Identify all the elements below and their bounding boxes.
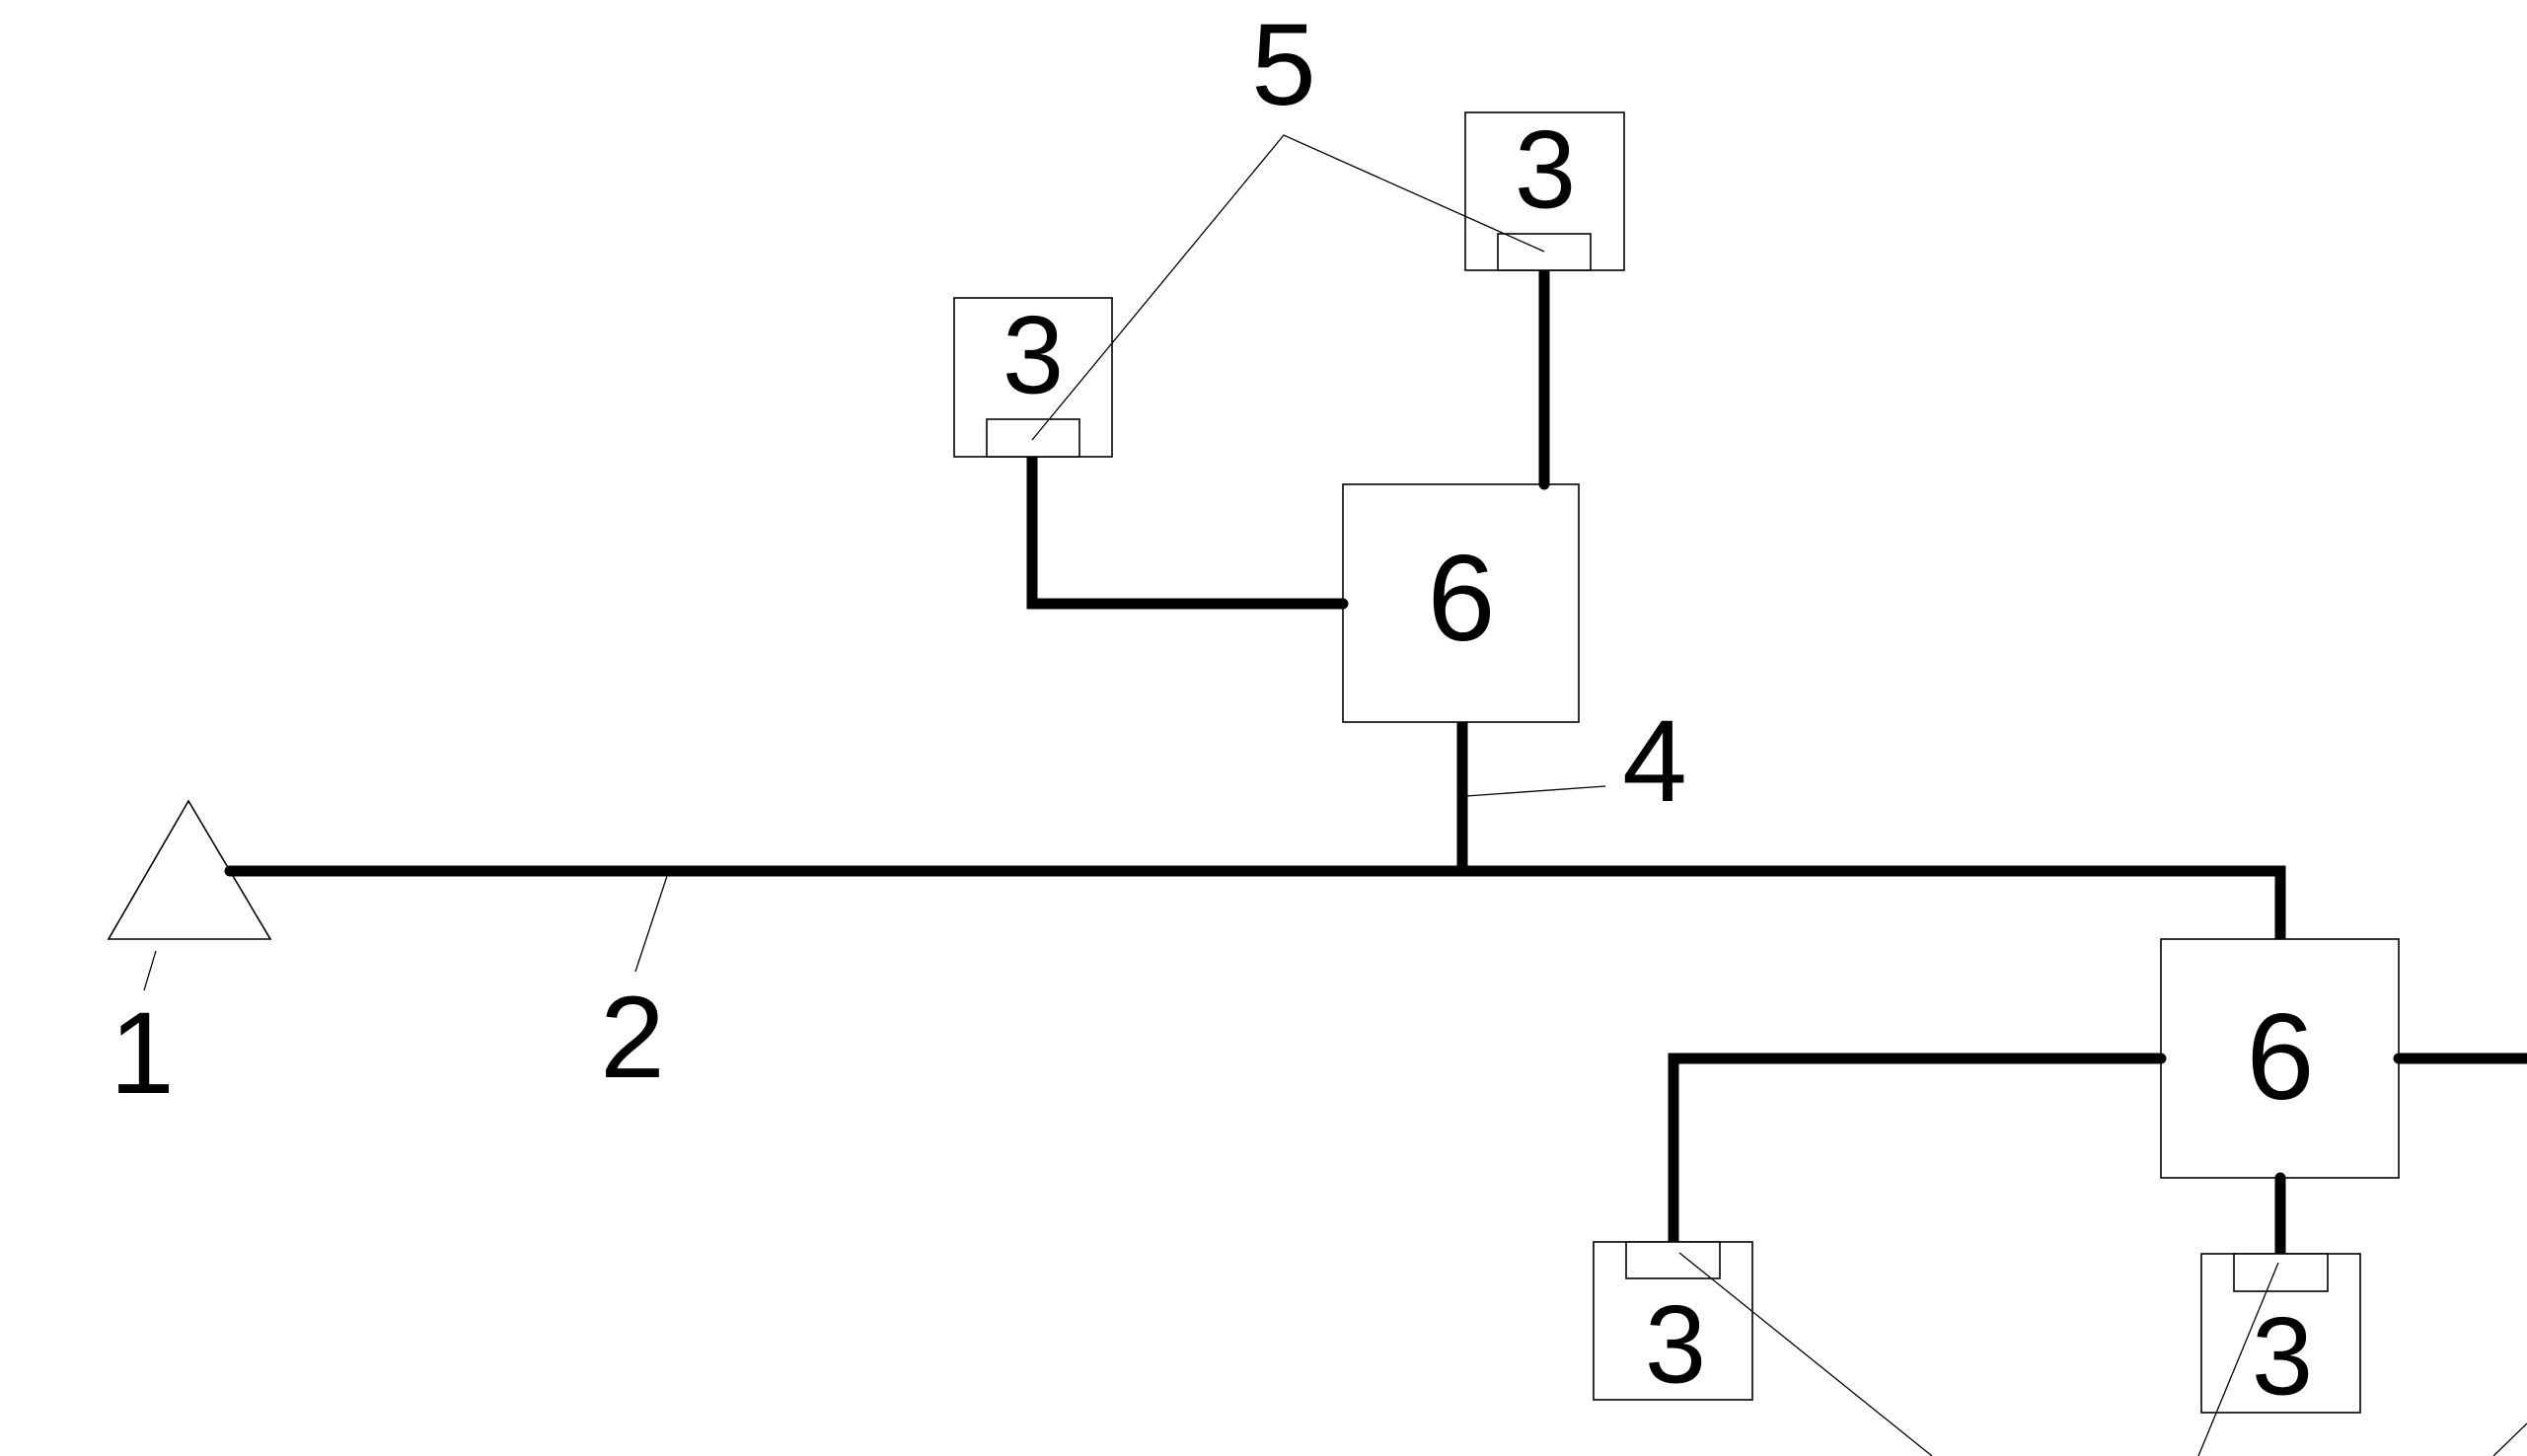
- leader-line-4: [1465, 785, 1606, 797]
- leader-line-lower-right: [2197, 1262, 2279, 1456]
- leader-line-right-edge: [2492, 1422, 2527, 1456]
- label-branch-line: 4: [1622, 696, 1687, 827]
- label-terminal-upper-right: 3: [1515, 109, 1576, 232]
- leader-line-2: [634, 875, 668, 973]
- label-main-line: 2: [600, 973, 665, 1103]
- label-connector: 5: [1251, 0, 1316, 130]
- line-hub-to-terminal-upper-left: [1026, 450, 1349, 610]
- connector-lower-left: [1625, 1241, 1721, 1279]
- label-terminal-upper-left: 3: [1003, 294, 1064, 417]
- leader-line-1: [143, 950, 157, 991]
- label-terminal-lower-right: 3: [2252, 1295, 2313, 1419]
- label-source: 1: [110, 988, 175, 1119]
- connector-lower-right: [2233, 1253, 2329, 1292]
- main-line: [224, 865, 2286, 945]
- connector-upper-right: [1497, 233, 1592, 271]
- leader-line-lower-left: [1678, 1252, 1933, 1456]
- leader-lines-5: [1031, 134, 1545, 441]
- label-hub-upper: 6: [1428, 531, 1496, 667]
- label-hub-lower: 6: [2247, 989, 2315, 1126]
- line-hub-to-terminal-lower-left: [1668, 1053, 2167, 1249]
- label-terminal-lower-left: 3: [1645, 1283, 1706, 1407]
